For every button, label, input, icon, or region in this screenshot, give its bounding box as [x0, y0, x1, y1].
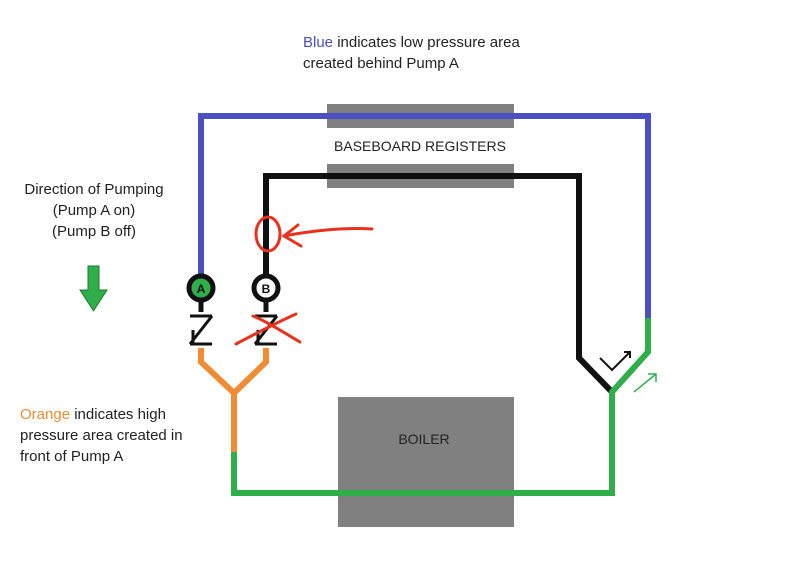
pump-a: [186, 273, 216, 303]
pump-a-label: A: [197, 282, 206, 296]
orange-legend-note: Orange indicates high pressure area crea…: [20, 404, 183, 467]
direction-of-pumping-note: Direction of Pumping (Pump A on) (Pump B…: [4, 179, 184, 242]
direction-pump-b-state: (Pump B off): [52, 223, 136, 240]
blue-legend-line2: created behind Pump A: [303, 55, 459, 72]
blue-legend-keyword: Blue: [303, 34, 334, 51]
red-annotation-arrow: [254, 215, 374, 253]
check-valve-a: [188, 314, 214, 346]
pump-b-label: B: [262, 282, 271, 296]
boiler-label: BOILER: [398, 431, 449, 447]
orange-legend-line2: pressure area created in: [20, 427, 183, 444]
orange-pipe-high-pressure: [198, 348, 237, 452]
orange-legend-line1: Orange indicates high: [20, 404, 183, 425]
orange-legend-keyword: Orange: [20, 406, 71, 423]
black-pipe-pump-b-line: [263, 173, 615, 395]
baseboard-registers-label: BASEBOARD REGISTERS: [334, 138, 506, 154]
pump-b: [251, 273, 281, 303]
green-flow-arrow: [633, 373, 657, 393]
orange-legend-line3: front of Pump A: [20, 448, 124, 465]
orange-legend-text: indicates high: [70, 406, 166, 423]
right-check-valve-mark: [599, 351, 631, 372]
direction-arrow-icon: [79, 265, 108, 312]
boiler: [338, 397, 514, 527]
green-pipe-return: [231, 318, 651, 496]
orange-pipe-branch-b: [231, 348, 269, 396]
blue-legend-text: indicates low pressure area: [333, 34, 520, 51]
blue-pipe-low-pressure: [198, 113, 651, 318]
direction-pump-a-state: (Pump A on): [52, 202, 136, 219]
red-cross-mark: [234, 312, 302, 346]
blue-legend-note: Blue indicates low pressure area created…: [303, 32, 520, 74]
blue-legend-line1: Blue indicates low pressure area: [303, 32, 520, 53]
direction-title: Direction of Pumping: [24, 181, 164, 198]
